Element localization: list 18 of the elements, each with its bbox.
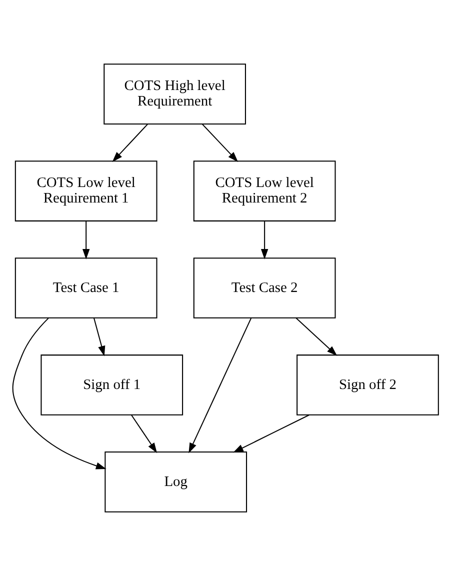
node-box: COTS Low level Requirement 2 (193, 160, 336, 222)
node-box: Sign off 2 (296, 354, 439, 416)
arrow (233, 414, 310, 453)
arrow (188, 318, 252, 454)
arrow (12, 318, 106, 470)
node-box: Log (104, 452, 248, 512)
node-box: COTS High level Requirement (104, 64, 246, 124)
arrow (112, 124, 148, 162)
node-box: Test Case 2 (193, 258, 336, 318)
arrow (260, 221, 268, 260)
node-box: Sign off 1 (40, 354, 184, 416)
node-box: COTS Low level Requirement 1 (14, 160, 158, 222)
arrow (130, 414, 158, 454)
arrow (296, 318, 338, 356)
arrow (82, 221, 90, 260)
arrow (202, 124, 238, 162)
arrow (93, 318, 106, 356)
node-box: Test Case 1 (14, 258, 158, 318)
